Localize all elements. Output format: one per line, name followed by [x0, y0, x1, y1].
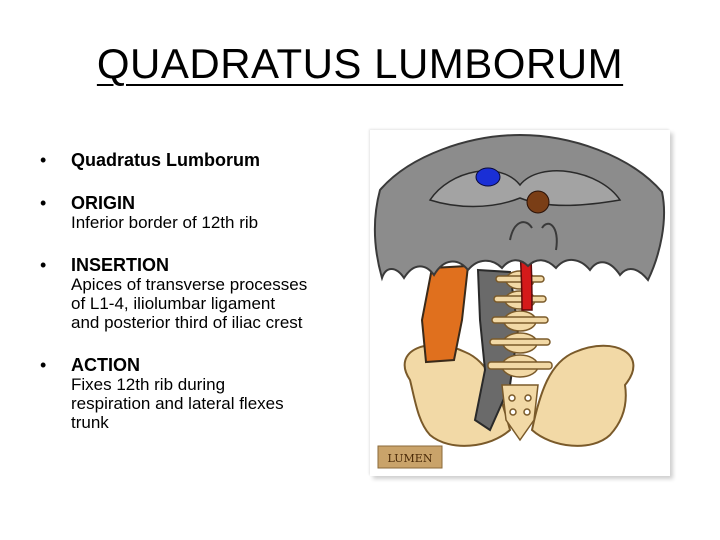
vena-cava — [475, 167, 501, 187]
bullet-marker: • — [40, 150, 47, 170]
esophagus — [526, 190, 550, 214]
bullet-heading: INSERTION — [71, 255, 170, 275]
spine — [487, 270, 553, 442]
bullet-item: • Quadratus Lumborum — [40, 150, 370, 170]
bullet-text-line: Fixes 12th rib during — [71, 375, 226, 394]
bullet-heading: Quadratus Lumborum — [71, 150, 261, 170]
bullet-list: • Quadratus Lumborum • ORIGIN Inferior b… — [40, 150, 370, 455]
bullet-text-line: and posterior third of iliac crest — [71, 313, 303, 332]
bullet-text-line: of L1-4, iliolumbar ligament — [71, 294, 276, 313]
bullet-marker: • — [40, 193, 47, 213]
pelvis-shape — [530, 344, 635, 447]
bullet-text-line: respiration and lateral flexes — [71, 394, 284, 413]
bullet-item: • ACTION Fixes 12th rib during respirati… — [40, 355, 370, 432]
logo-text: LUMEN — [388, 452, 433, 465]
bullet-item: • ORIGIN Inferior border of 12th rib — [40, 193, 370, 232]
quadratus-lumborum-muscle — [420, 264, 470, 364]
bullet-text-line: Apices of transverse processes — [71, 275, 308, 294]
bullet-heading: ORIGIN — [71, 193, 136, 213]
bullet-marker: • — [40, 355, 47, 375]
bullet-heading: ACTION — [71, 355, 140, 375]
bullet-marker: • — [40, 255, 47, 275]
quadratus-lumborum-diagram: LUMEN — [373, 133, 665, 469]
bullet-text-line: trunk — [71, 413, 109, 432]
diaphragm-crus — [509, 221, 558, 251]
anatomy-illustration: LUMEN — [370, 130, 670, 476]
bullet-text-line: Inferior border of 12th rib — [71, 213, 259, 232]
lumen-logo: LUMEN — [377, 445, 443, 469]
slide-title: QUADRATUS LUMBORUM — [96, 40, 624, 87]
bullet-item: • INSERTION Apices of transverse process… — [40, 255, 370, 332]
diaphragm — [373, 133, 665, 282]
